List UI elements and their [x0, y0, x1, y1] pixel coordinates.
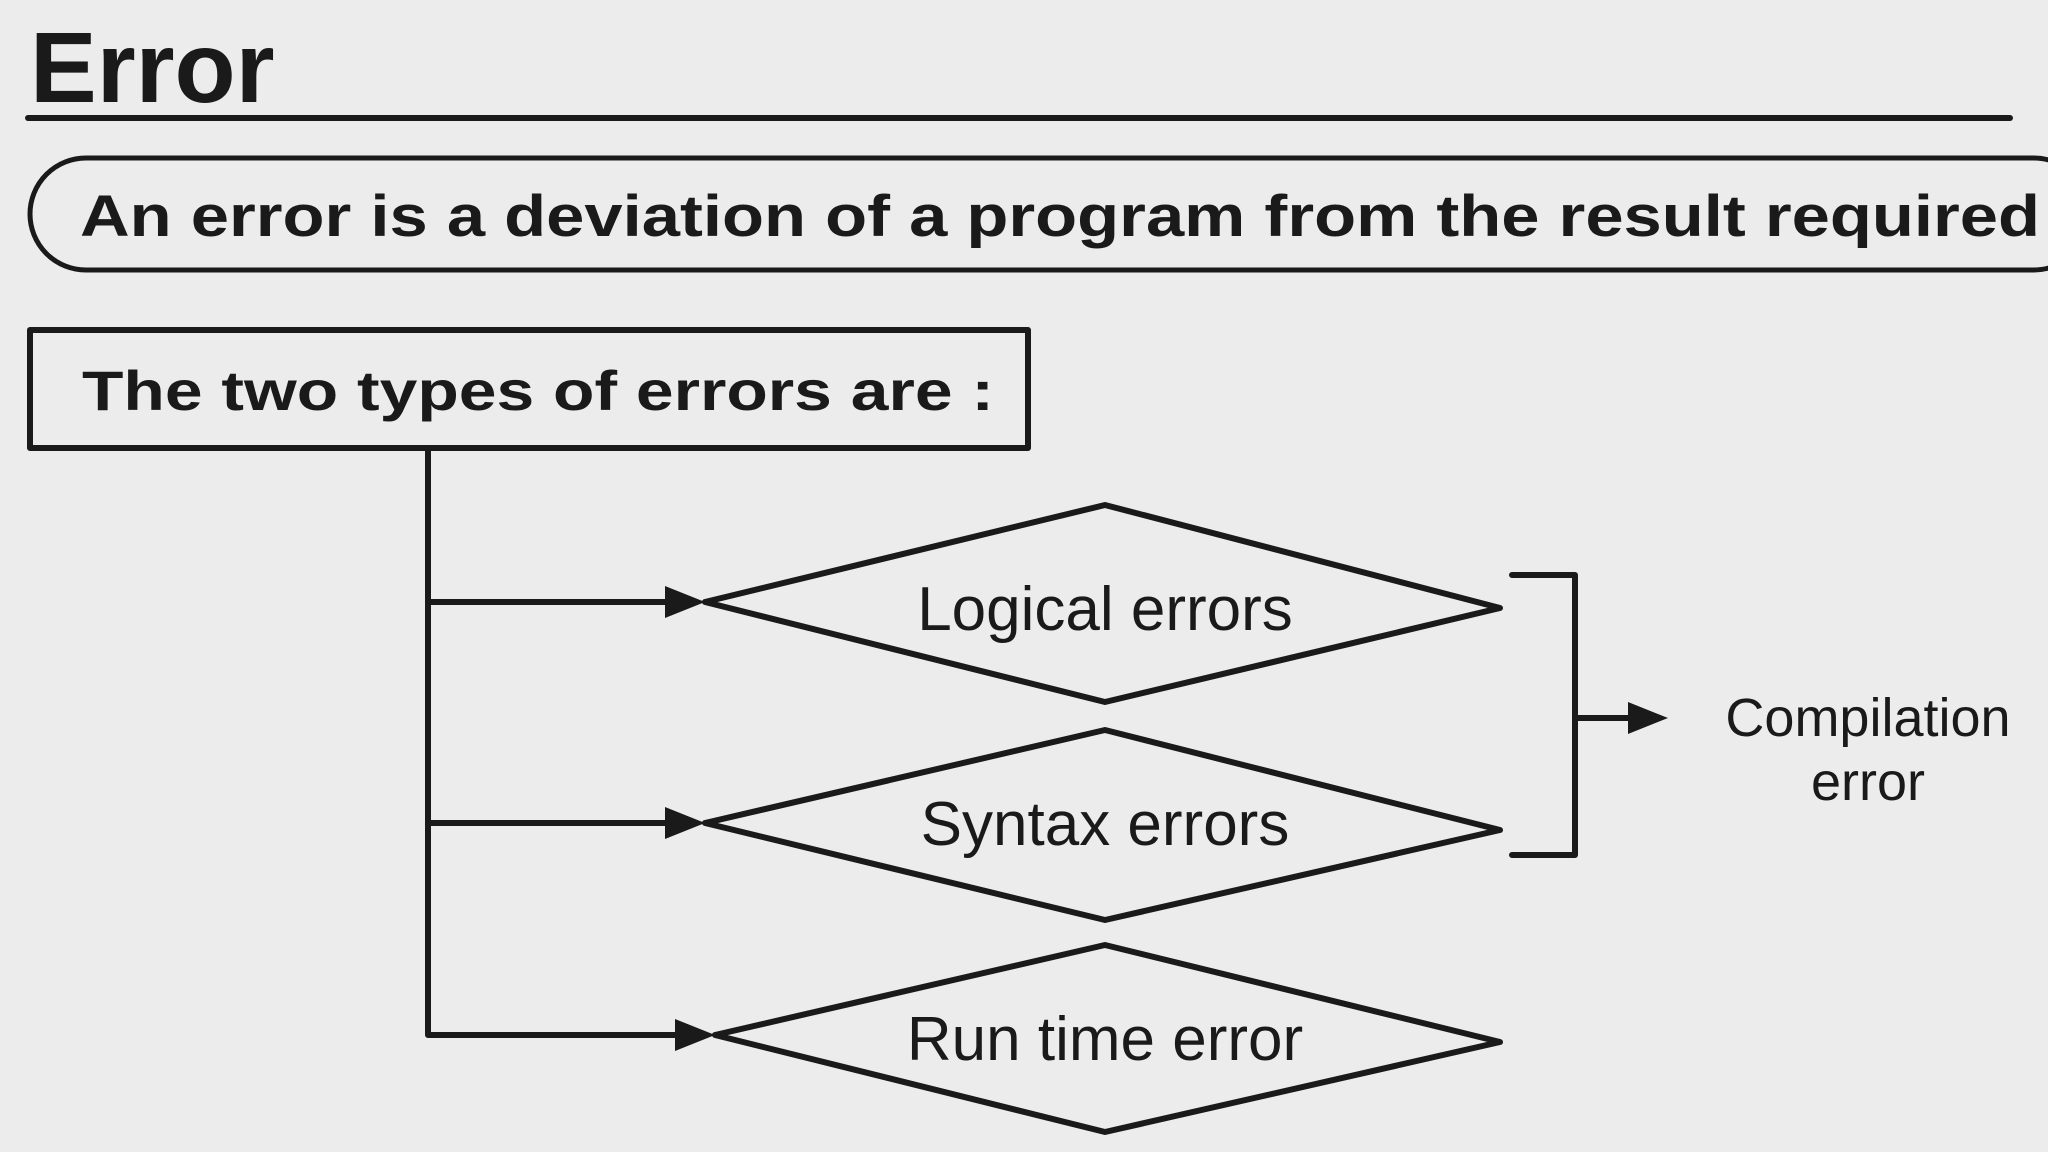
definition-text: An error is a deviation of a program fro… [80, 184, 2040, 249]
node-label-logical-errors: Logical errors [917, 575, 1293, 644]
arrowhead-logical [665, 586, 705, 618]
grouping-bracket [1509, 572, 1578, 858]
diamond-run-time-error [712, 942, 1503, 1135]
compilation-error-label-line-1: Compilation [1725, 688, 2010, 748]
trunk-line [425, 445, 703, 1038]
diamond-syntax-errors [702, 727, 1503, 923]
diamond-logical-errors [702, 502, 1503, 705]
arrowhead-syntax [665, 807, 705, 839]
compilation-error-label-line-2: error [1811, 752, 1925, 812]
definition-capsule [27, 155, 2048, 273]
types-label-box [27, 327, 1031, 451]
node-label-syntax-errors: Syntax errors [921, 790, 1290, 859]
page-title: Error [30, 12, 275, 124]
arrowhead-compilation [1628, 702, 1668, 734]
node-label-run-time-error: Run time error [907, 1005, 1303, 1074]
types-label-text: The two types of errors are : [82, 359, 994, 422]
arrowhead-runtime [675, 1019, 715, 1051]
